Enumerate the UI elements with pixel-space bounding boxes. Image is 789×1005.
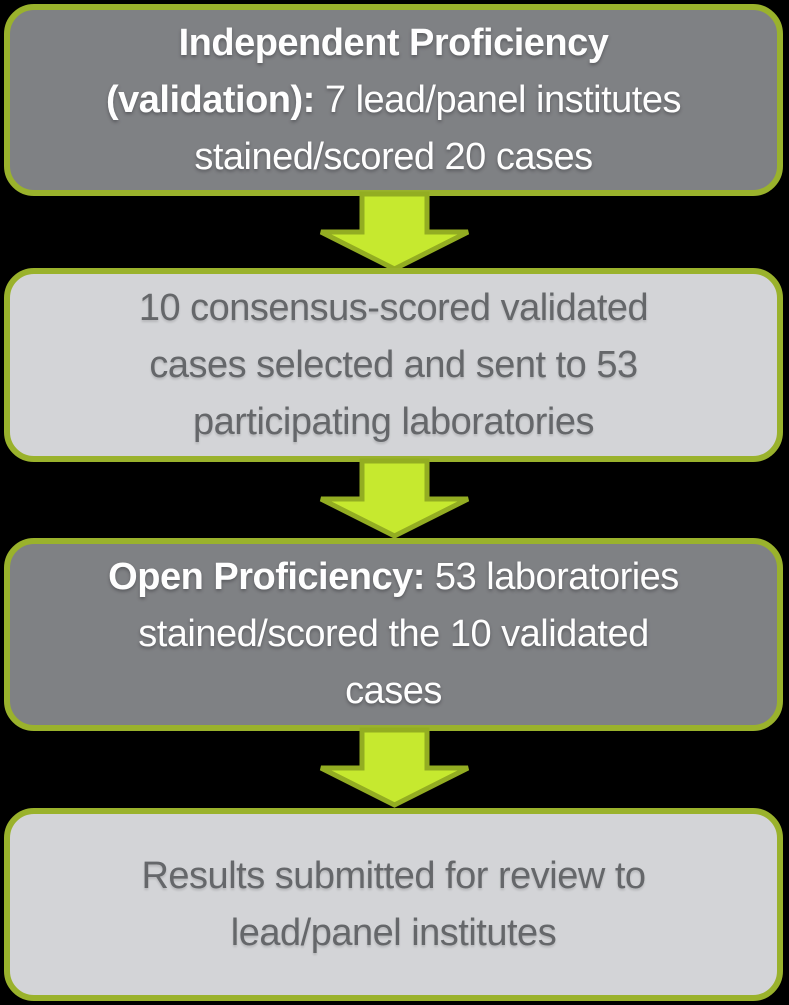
text-segment: cases selected and sent to 53: [149, 343, 638, 386]
text-segment: (validation):: [106, 78, 315, 121]
step-box-independent-proficiency: Independent Proficiency (validation): 7 …: [4, 4, 783, 196]
text-segment: 10 consensus-scored validated: [138, 286, 649, 329]
text-segment: participating laboratories: [192, 400, 595, 443]
step-box-results-review: Results submitted for review to lead/pan…: [4, 808, 783, 1001]
text-segment: stained/scored 20 cases: [194, 135, 593, 178]
step-text-line: Open Proficiency: 53 laboratories: [108, 549, 679, 606]
text-segment: stained/scored the 10 validated: [138, 613, 649, 655]
step-box-open-proficiency: Open Proficiency: 53 laboratories staine…: [4, 538, 783, 731]
step-box-consensus-cases: 10 consensus-scored validated cases sele…: [4, 268, 783, 462]
text-segment: Results submitted for review to: [141, 854, 646, 897]
step-text-line: Results submitted for review to: [141, 848, 646, 905]
step-text-line: lead/panel institutes: [230, 905, 557, 962]
step-text-line: participating laboratories: [192, 394, 595, 451]
step-text-line: cases: [345, 663, 442, 720]
text-segment: cases: [345, 670, 442, 712]
text-segment: Open Proficiency:: [108, 556, 425, 598]
step-text-line: stained/scored the 10 validated: [138, 606, 649, 663]
step-text-line: 10 consensus-scored validated: [138, 280, 649, 337]
text-segment: Independent Proficiency: [178, 21, 609, 64]
down-arrow-icon: [319, 458, 470, 539]
step-text-line: stained/scored 20 cases: [194, 129, 593, 186]
step-text-line: (validation): 7 lead/panel institutes: [106, 72, 681, 129]
step-text-line: cases selected and sent to 53: [149, 337, 638, 394]
down-arrow-icon: [319, 727, 470, 808]
text-segment: lead/panel institutes: [230, 911, 557, 954]
text-segment: 53 laboratories: [424, 556, 679, 598]
step-text-line: Independent Proficiency: [179, 15, 609, 72]
text-segment: 7 lead/panel institutes: [314, 78, 682, 121]
down-arrow-icon: [319, 191, 470, 272]
